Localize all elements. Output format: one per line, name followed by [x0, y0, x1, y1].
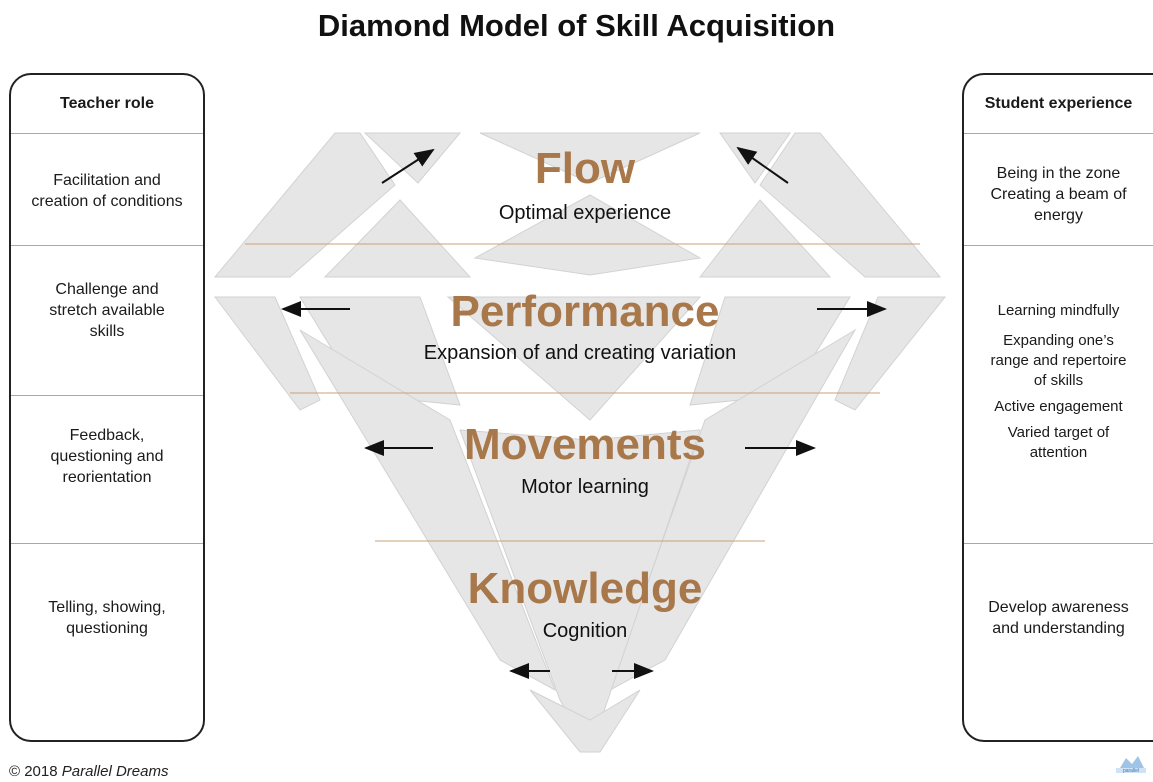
diamond-facet	[479, 132, 701, 184]
diamond-facet	[213, 132, 396, 278]
row-divider	[964, 245, 1153, 246]
student-experience-panel: Student experience Being in the zone Cre…	[962, 73, 1153, 742]
teacher-role-panel: Teacher role Facilitation and creation o…	[9, 73, 205, 742]
diamond-facet	[834, 296, 947, 411]
teacher-role-performance: Challenge and stretch available skills	[49, 281, 165, 340]
level-movements-title: Movements	[463, 420, 707, 469]
teacher-role-movements: Feedback, questioning and reorientation	[50, 427, 164, 486]
teacher-role-flow: Facilitation and creation of conditions	[31, 172, 183, 210]
level-movements-subtitle: Motor learning	[521, 476, 649, 498]
student-experience-flow: Being in the zone Creating a beam of ene…	[990, 165, 1127, 224]
diamond-facet	[213, 296, 321, 411]
level-performance-subtitle: Expansion of and creating variation	[423, 342, 737, 364]
diamond-facet	[299, 329, 556, 692]
diamond-facet	[759, 132, 942, 278]
diamond-facet	[363, 132, 462, 184]
arrow-up-left-icon	[736, 146, 789, 184]
row-divider	[11, 133, 203, 134]
arrow-up-right-icon	[381, 148, 435, 184]
diamond-facet	[473, 194, 702, 276]
copyright-name: Parallel Dreams	[61, 763, 169, 780]
student-experience-heading: Student experience	[984, 95, 1133, 112]
diamond-facet	[698, 199, 832, 278]
level-flow-title: Flow	[534, 144, 636, 193]
row-divider	[964, 543, 1153, 544]
row-divider	[11, 395, 203, 396]
diamond-facet	[529, 689, 641, 753]
diamond-facet	[323, 199, 472, 278]
parallel-logo-icon: parallel	[1116, 756, 1146, 774]
row-divider	[964, 133, 1153, 134]
svg-text:parallel: parallel	[1123, 768, 1139, 774]
copyright-prefix: © 2018	[9, 763, 58, 780]
level-knowledge-subtitle: Cognition	[542, 620, 628, 642]
diamond-facet	[459, 429, 701, 754]
page-title: Diamond Model of Skill Acquisition	[317, 8, 836, 43]
level-flow-subtitle: Optimal experience	[498, 202, 672, 224]
copyright-notice: © 2018 Parallel Dreams	[9, 763, 168, 780]
teacher-role-heading: Teacher role	[60, 95, 154, 112]
level-performance-title: Performance	[450, 287, 720, 336]
row-divider	[11, 245, 203, 246]
teacher-role-knowledge: Telling, showing, questioning	[48, 599, 166, 637]
student-experience-performance-movements: Learning mindfully Expanding one’s range…	[990, 302, 1127, 461]
diamond-facet	[446, 296, 702, 421]
level-knowledge-title: Knowledge	[467, 564, 703, 613]
student-experience-knowledge: Develop awareness and understanding	[988, 599, 1129, 637]
row-divider	[11, 543, 203, 544]
